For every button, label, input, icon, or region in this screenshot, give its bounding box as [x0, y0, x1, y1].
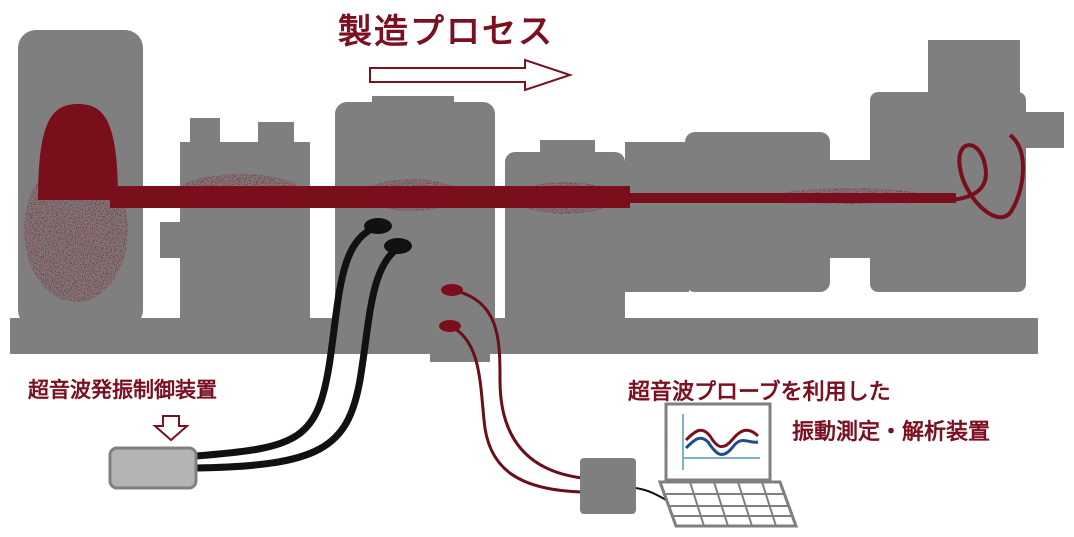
waveform-red [684, 428, 760, 449]
machine-unit-5 [625, 142, 689, 292]
machine-unit-6 [685, 132, 830, 292]
probe-cables [449, 288, 583, 494]
material-scatter-2 [180, 174, 300, 206]
material-scatter-5 [778, 188, 922, 204]
material-scatter-4 [515, 182, 615, 214]
laptop-keyboard [657, 480, 799, 528]
machine-unit-7 [830, 160, 872, 258]
ultrasonic-generator-box [108, 446, 198, 490]
probe-cable-2 [449, 324, 583, 494]
machine-tower-port [1018, 112, 1064, 148]
analysis-laptop [657, 402, 799, 528]
probe-cable-1 [451, 288, 583, 480]
machine-unit-2-top-left [190, 118, 220, 148]
material-output-coil [949, 133, 1025, 220]
probe-head-1 [441, 284, 463, 296]
process-title: 製造プロセス [338, 12, 554, 52]
material-scatter-3 [364, 179, 460, 211]
keyboard-keys [666, 481, 793, 527]
machine-tower [870, 92, 1026, 292]
machine-unit-2-flange [160, 222, 195, 258]
machine-unit-2-top-right [258, 122, 294, 150]
transducer-cable-2 [192, 244, 402, 472]
machine-unit-4-cap [540, 140, 595, 160]
machine-unit-3-cap [372, 96, 454, 112]
generator-label: 超音波発振制御装置 [28, 378, 217, 402]
machine-tower-top [928, 40, 1020, 106]
transducer-head-2 [384, 238, 412, 254]
probe-interface-box [580, 458, 636, 514]
transducer-cable-1 [192, 222, 382, 460]
analyzer-label-line-1: 超音波プローブを利用した [628, 380, 891, 405]
material-blob [38, 104, 118, 200]
machine-unit-4 [505, 152, 625, 327]
material-flow [24, 104, 1025, 302]
generator-down-arrow [152, 415, 190, 442]
transducer-head-1 [364, 218, 392, 234]
waveform-blue [684, 436, 759, 457]
machine-unit-2 [180, 142, 310, 332]
analyzer-label-line-2: 振動測定・解析装置 [792, 420, 991, 445]
process-direction-arrow [369, 58, 574, 92]
transducer-cables [192, 222, 402, 472]
probe-head-2 [439, 320, 461, 332]
